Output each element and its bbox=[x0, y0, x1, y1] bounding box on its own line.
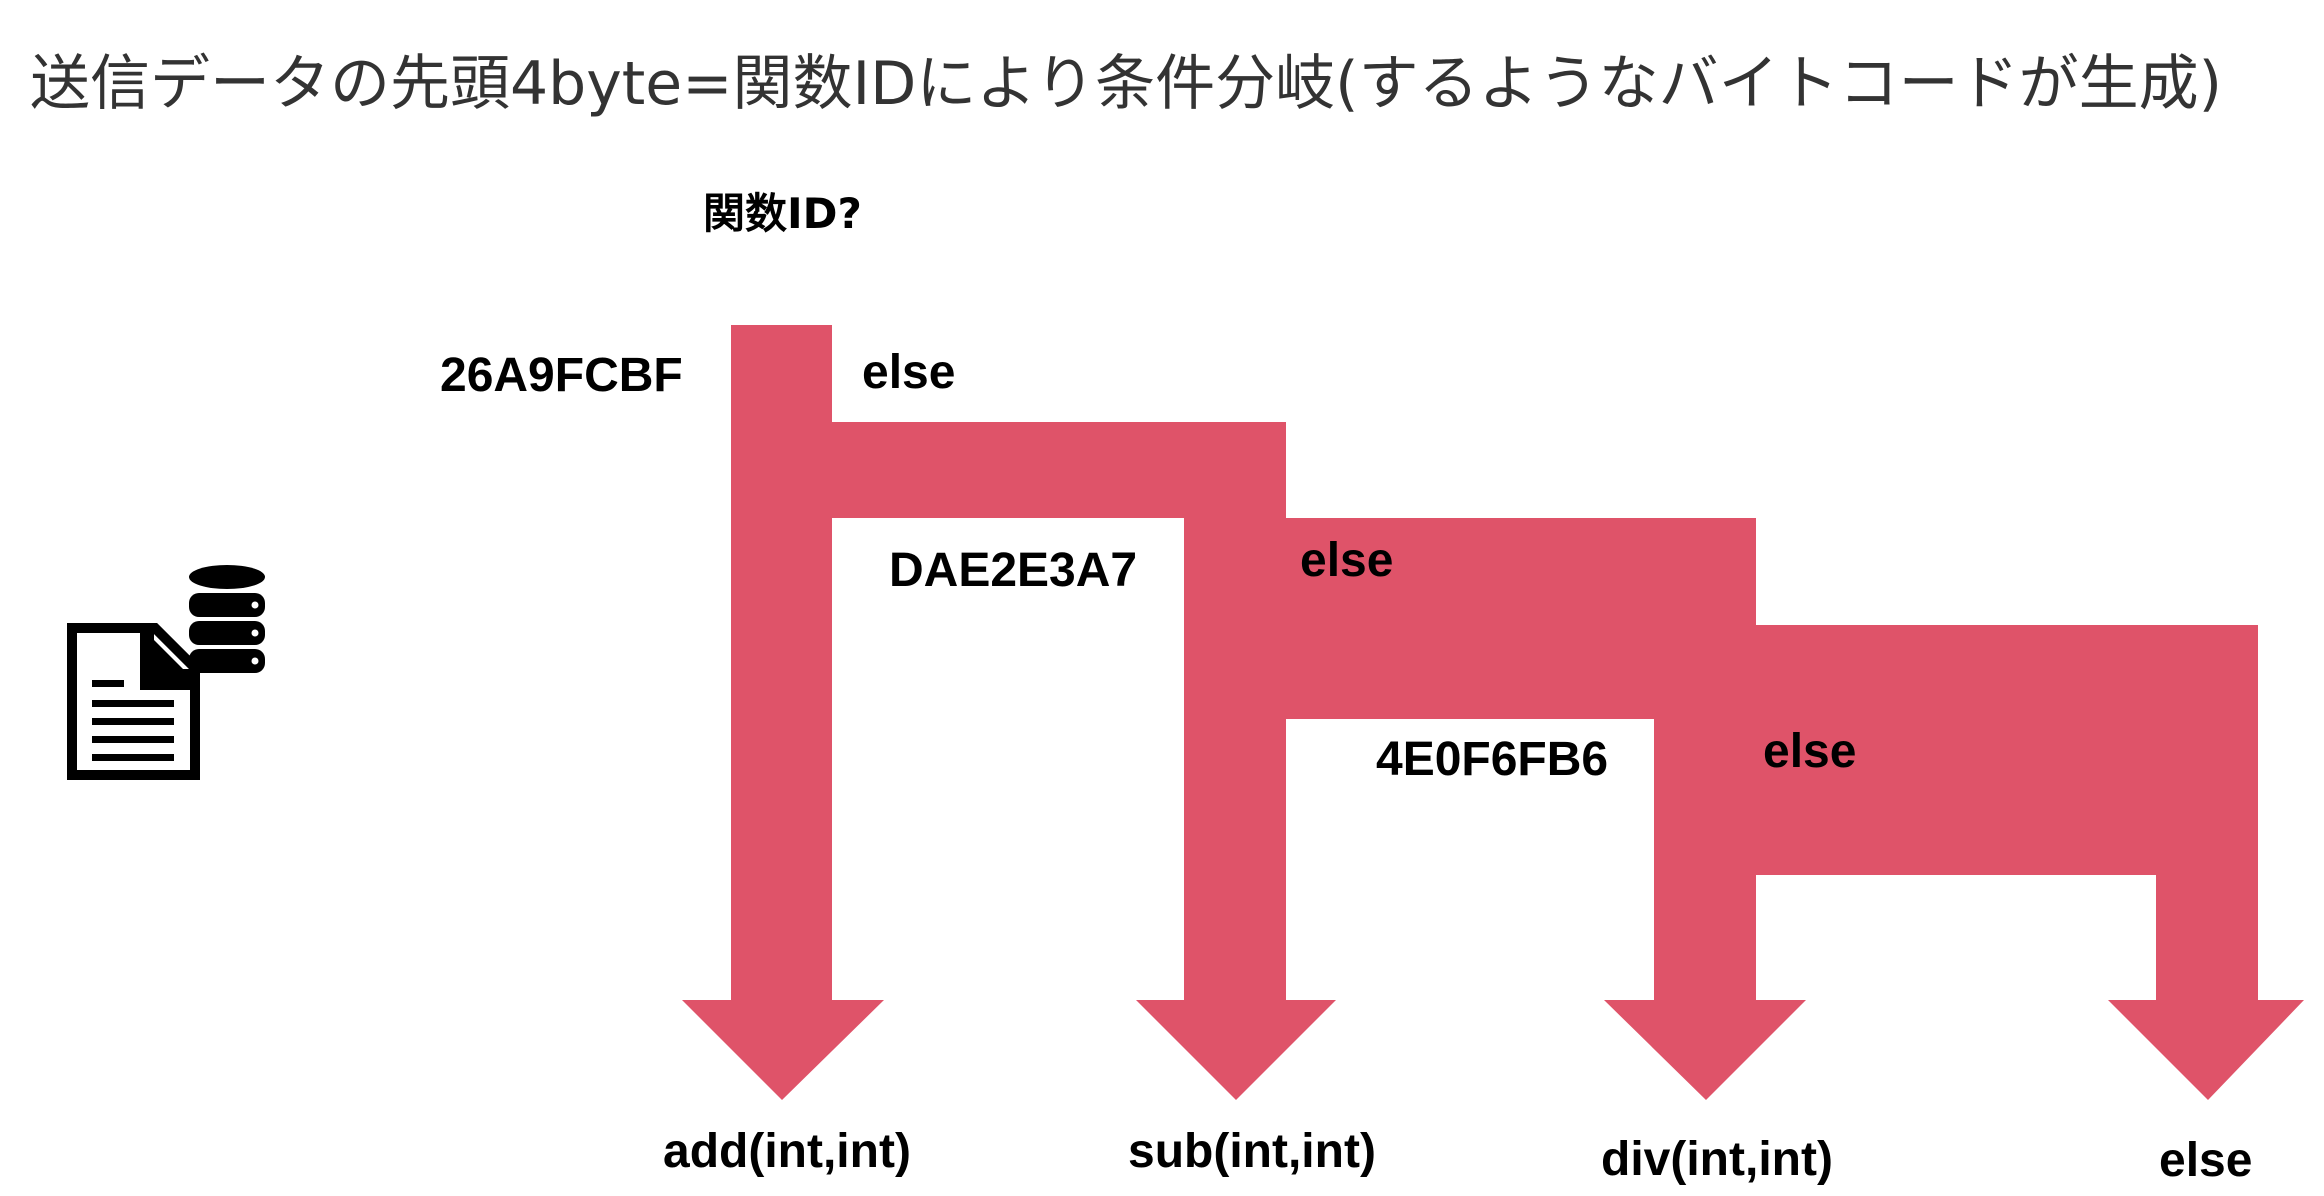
branch-id-label: DAE2E3A7 bbox=[889, 544, 1137, 597]
main-trunk bbox=[682, 325, 2304, 1100]
flow-arrows bbox=[682, 325, 2304, 1100]
page-title: 送信データの先頭4byte=関数IDにより条件分岐(するようなバイトコードが生成… bbox=[30, 49, 2222, 119]
target-function-label: add(int,int) bbox=[663, 1125, 911, 1178]
branch-id-label: 26A9FCBF bbox=[440, 349, 683, 402]
final-else-label: else bbox=[2159, 1134, 2252, 1187]
function-id-question: 関数ID? bbox=[703, 189, 862, 238]
else-label: else bbox=[1763, 725, 1856, 778]
else-label: else bbox=[1300, 534, 1393, 587]
target-function-label: sub(int,int) bbox=[1128, 1125, 1376, 1178]
else-label: else bbox=[862, 346, 955, 399]
document-database-icon bbox=[67, 565, 265, 780]
branch-id-label: 4E0F6FB6 bbox=[1376, 733, 1608, 786]
target-function-label: div(int,int) bbox=[1601, 1133, 1833, 1186]
